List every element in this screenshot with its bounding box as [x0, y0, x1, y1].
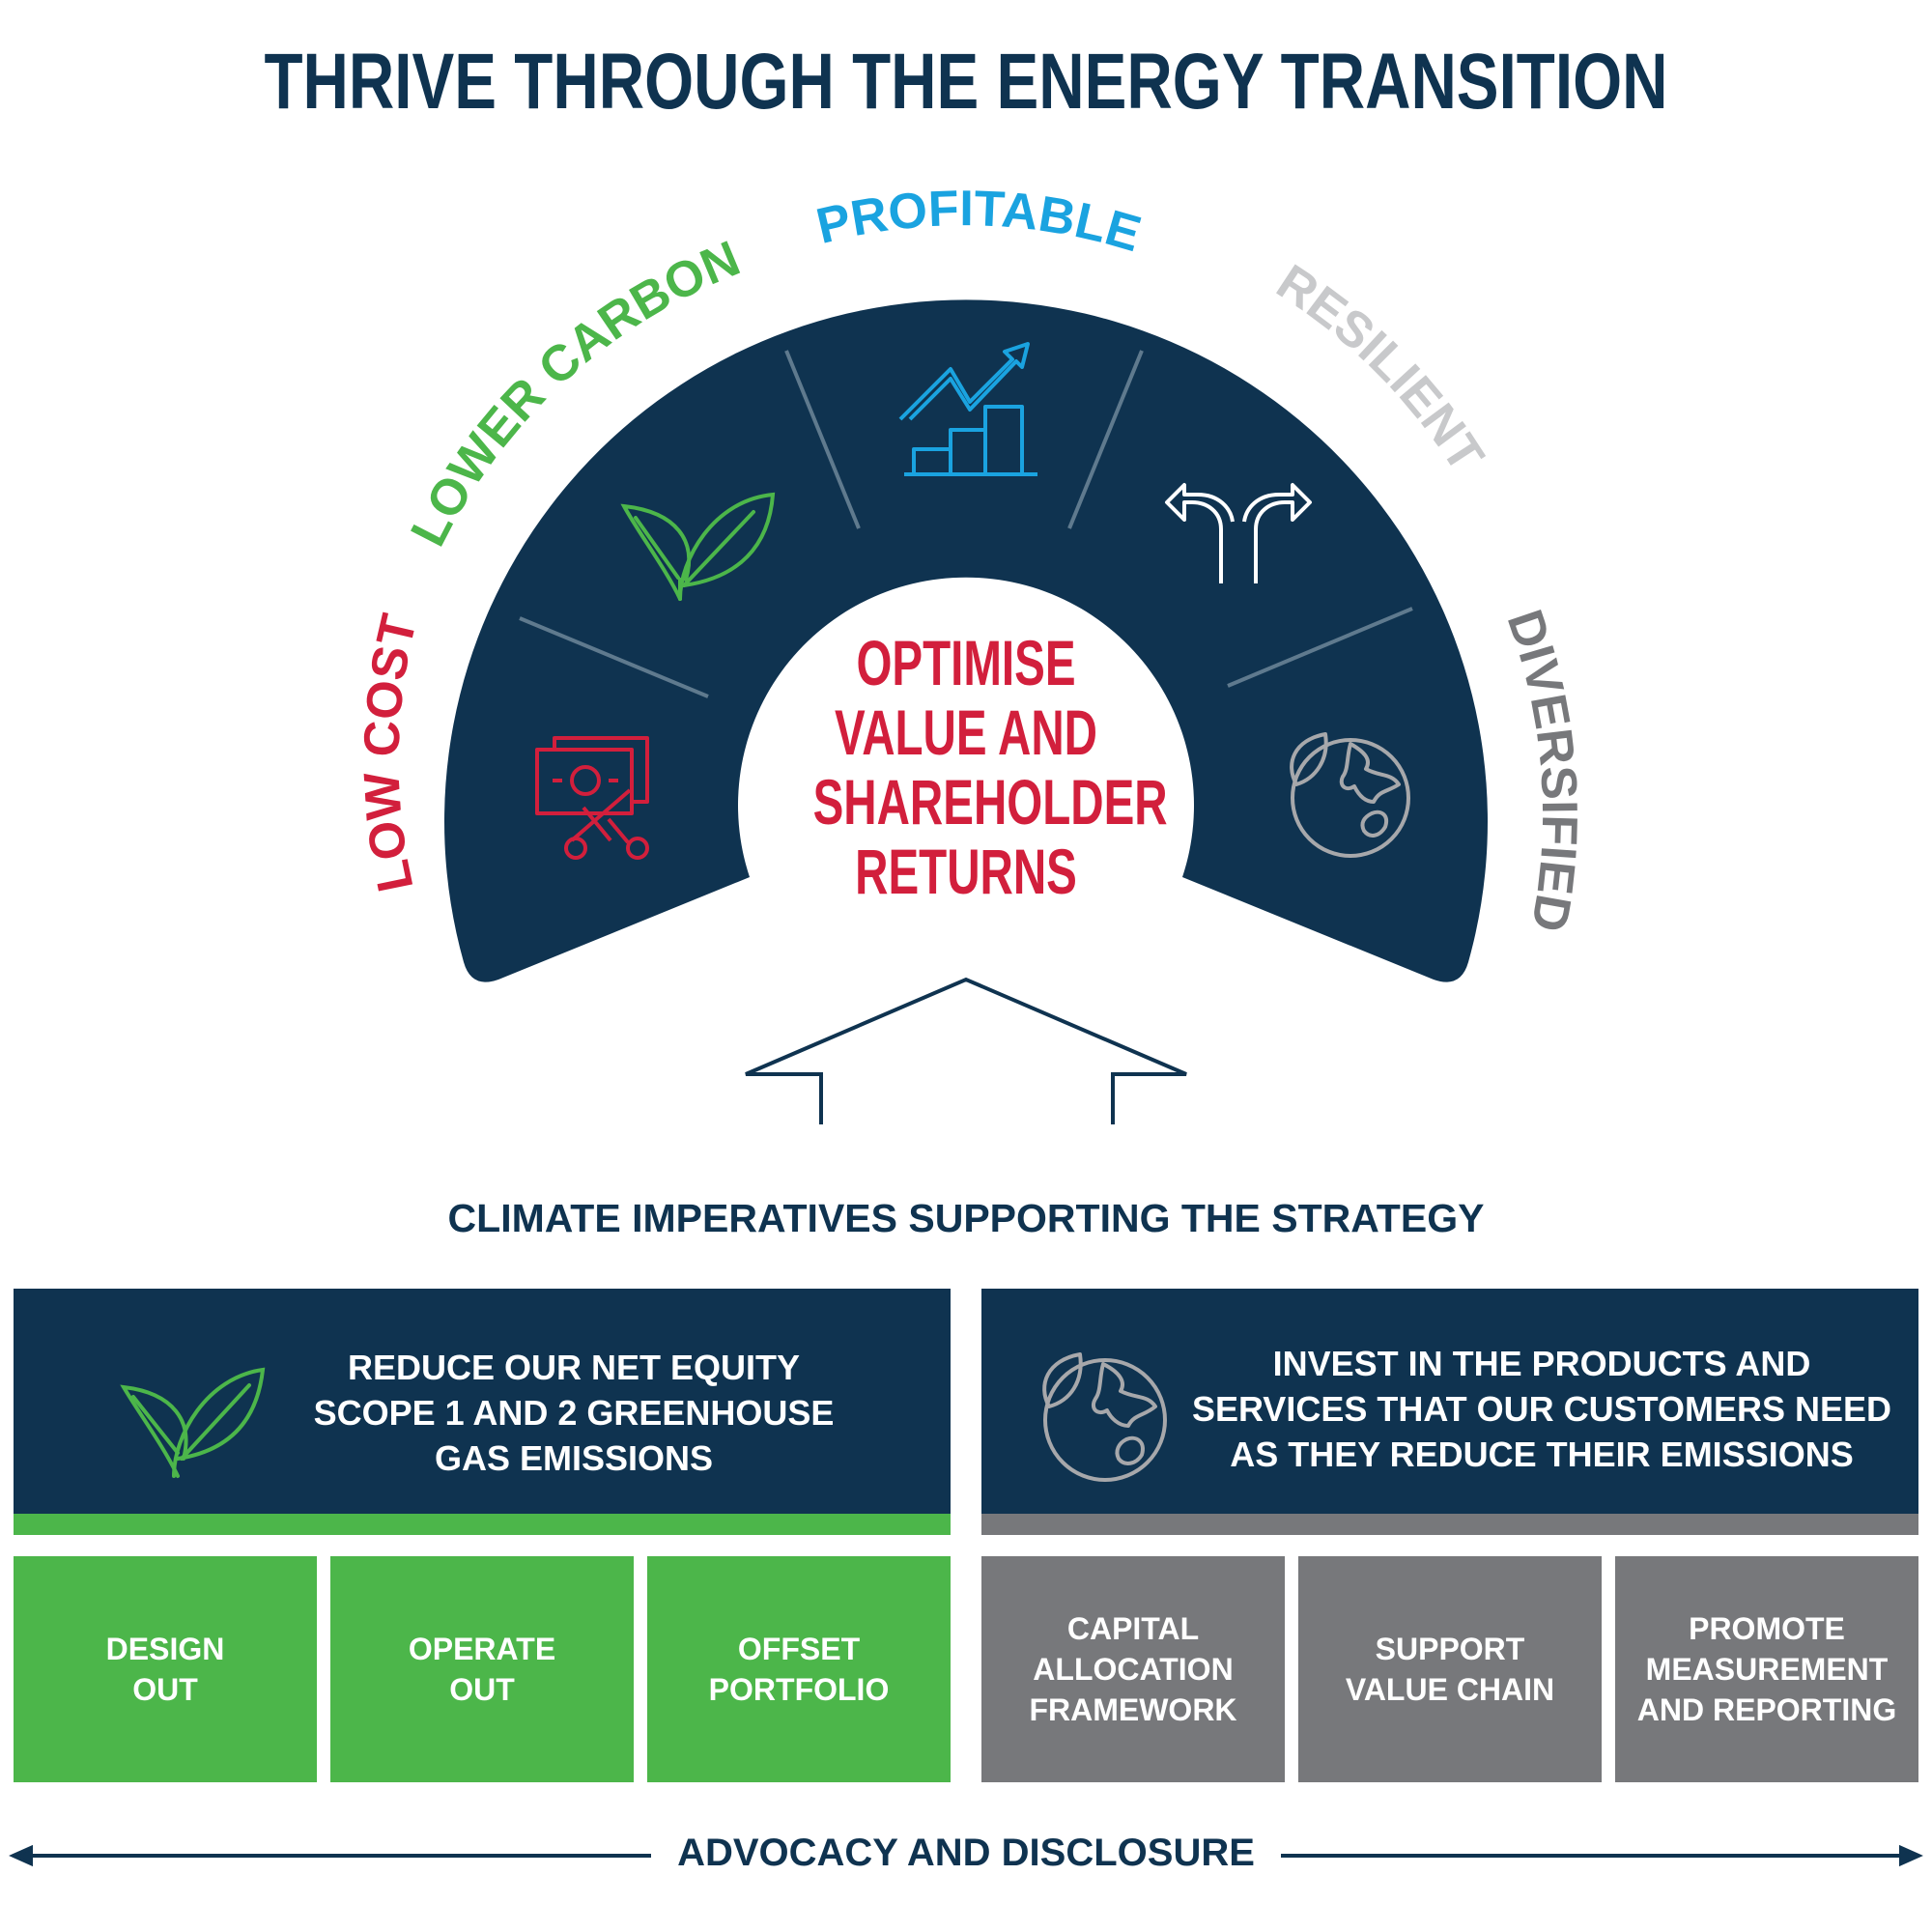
section-title: CLIMATE IMPERATIVES SUPPORTING THE STRAT…: [447, 1196, 1485, 1240]
center-goal-text: OPTIMISE VALUE AND SHAREHOLDER RETURNS: [812, 627, 1168, 907]
arc-band: [444, 299, 1488, 982]
globe-leaf-icon: [1042, 1352, 1167, 1482]
leaf-icon: [620, 492, 776, 601]
left-header-text: REDUCE OUR NET EQUITY SCOPE 1 AND 2 GREE…: [313, 1348, 835, 1478]
left-header-box: REDUCE OUR NET EQUITY SCOPE 1 AND 2 GREE…: [14, 1289, 951, 1535]
segment-label-diversified: DIVERSIFIED: [1496, 603, 1588, 935]
segment-label-low-cost: LOW COST: [354, 609, 428, 896]
globe-leaf-icon: [1290, 732, 1410, 858]
split-arrow-icon: [1165, 483, 1312, 583]
center-line-1: OPTIMISE: [856, 627, 1076, 698]
center-line-4: RETURNS: [855, 836, 1077, 907]
page-title: THRIVE THROUGH THE ENERGY TRANSITION: [264, 38, 1668, 126]
segment-label-profitable: PROFITABLE: [811, 181, 1147, 263]
segment-dividers: [519, 350, 1413, 698]
leaf-icon: [120, 1367, 266, 1478]
up-arrow-outline: [745, 977, 1187, 1124]
right-header-box: INVEST IN THE PRODUCTS AND SERVICES THAT…: [981, 1289, 1918, 1535]
green-strip: [14, 1514, 951, 1535]
advocacy-label: ADVOCACY AND DISCLOSURE: [677, 1832, 1255, 1874]
growth-chart-icon: [898, 342, 1037, 476]
money-cut-icon: [535, 736, 649, 860]
center-line-3: SHAREHOLDER: [812, 766, 1168, 838]
center-line-2: VALUE AND: [835, 696, 1097, 768]
advocacy-arrow: [9, 1844, 1923, 1867]
grey-strip: [981, 1514, 1918, 1535]
right-header-text: INVEST IN THE PRODUCTS AND SERVICES THAT…: [1191, 1344, 1892, 1474]
